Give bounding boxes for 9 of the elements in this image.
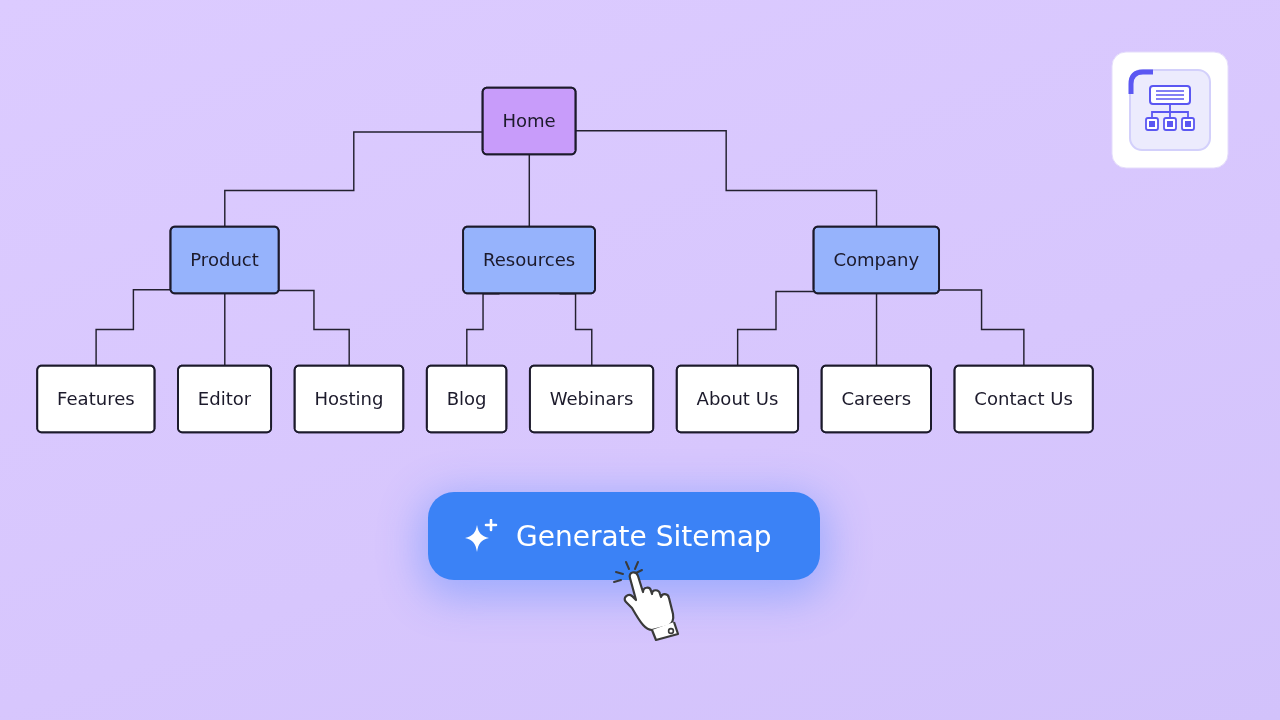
connector: [528, 154, 531, 228]
connector: [224, 293, 226, 367]
connector: [575, 130, 878, 228]
connector: [278, 289, 351, 367]
connector: [938, 289, 1025, 367]
generate-button: Generate Sitemap: [428, 492, 820, 580]
connector: [875, 293, 878, 367]
connector: [736, 290, 816, 367]
connector: [95, 288, 172, 367]
